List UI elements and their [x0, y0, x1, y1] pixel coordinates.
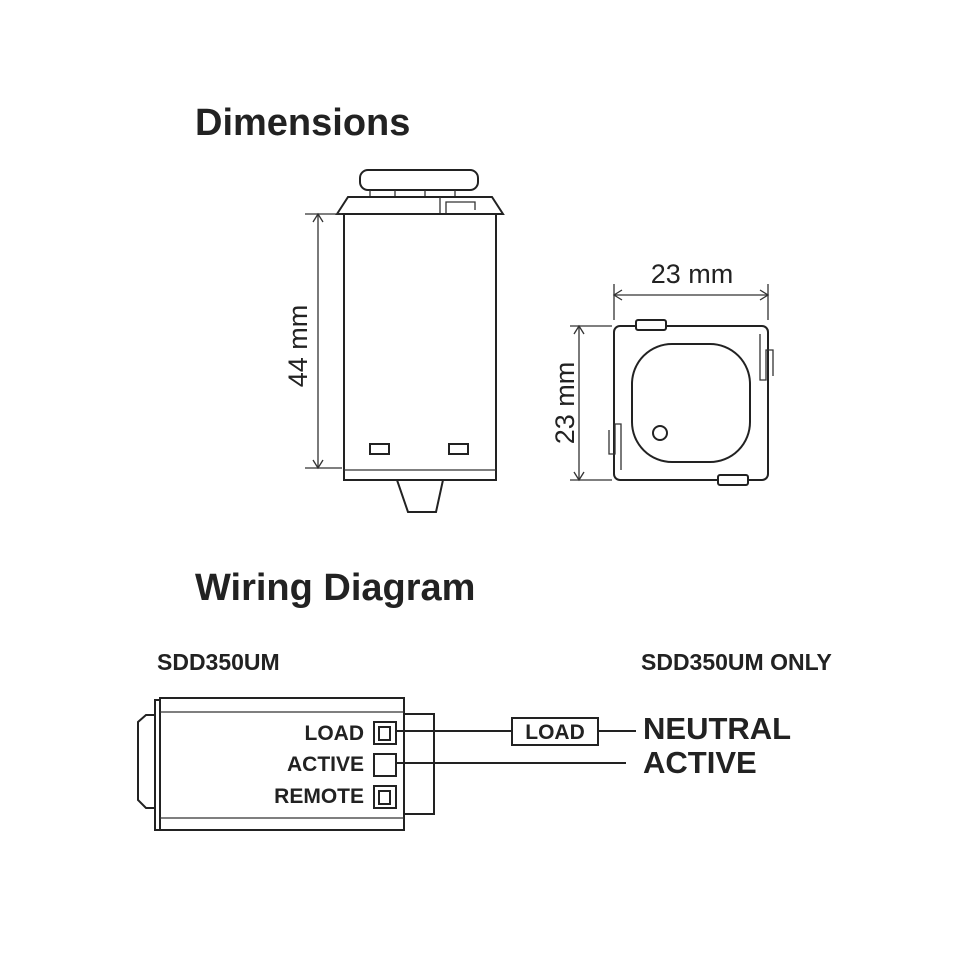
wiring-button-cap [137, 714, 156, 809]
active-label: ACTIVE [643, 745, 757, 780]
module-front-view [608, 319, 774, 486]
wiring-body [159, 697, 405, 831]
terminal-active-label: ACTIVE [287, 753, 364, 776]
load-box-label: LOAD [525, 721, 585, 744]
terminal-active [373, 753, 397, 777]
dimensions-heading: Dimensions [195, 102, 410, 144]
module-side-view [335, 169, 505, 513]
indicator-dot [652, 425, 668, 441]
wires [396, 730, 636, 764]
front-button [631, 343, 751, 463]
wiring-module: LOAD ACTIVE REMOTE [137, 697, 435, 831]
model-left-label: SDD350UM [157, 649, 280, 675]
depth-dimension: 23 mm [550, 324, 612, 482]
depth-label: 23 mm [550, 362, 580, 445]
height-label: 44 mm [283, 305, 313, 388]
terminal-remote-label: REMOTE [274, 785, 364, 808]
top-flange [335, 196, 505, 215]
front-tab-top [635, 319, 667, 331]
width-dimension: 23 mm [612, 259, 770, 320]
button-cap [359, 169, 479, 191]
height-dimension: 44 mm [283, 212, 342, 470]
load-box [511, 717, 599, 746]
module-body [343, 213, 497, 481]
bottom-nozzle [395, 479, 445, 513]
slot-left [369, 443, 390, 455]
width-label: 23 mm [651, 259, 734, 289]
front-tab-bottom [717, 474, 749, 486]
terminal-load-label: LOAD [305, 722, 365, 745]
wiring-heading: Wiring Diagram [195, 567, 475, 609]
slot-right [448, 443, 469, 455]
neutral-label: NEUTRAL [643, 711, 791, 746]
model-right-label: SDD350UM ONLY [641, 649, 832, 675]
